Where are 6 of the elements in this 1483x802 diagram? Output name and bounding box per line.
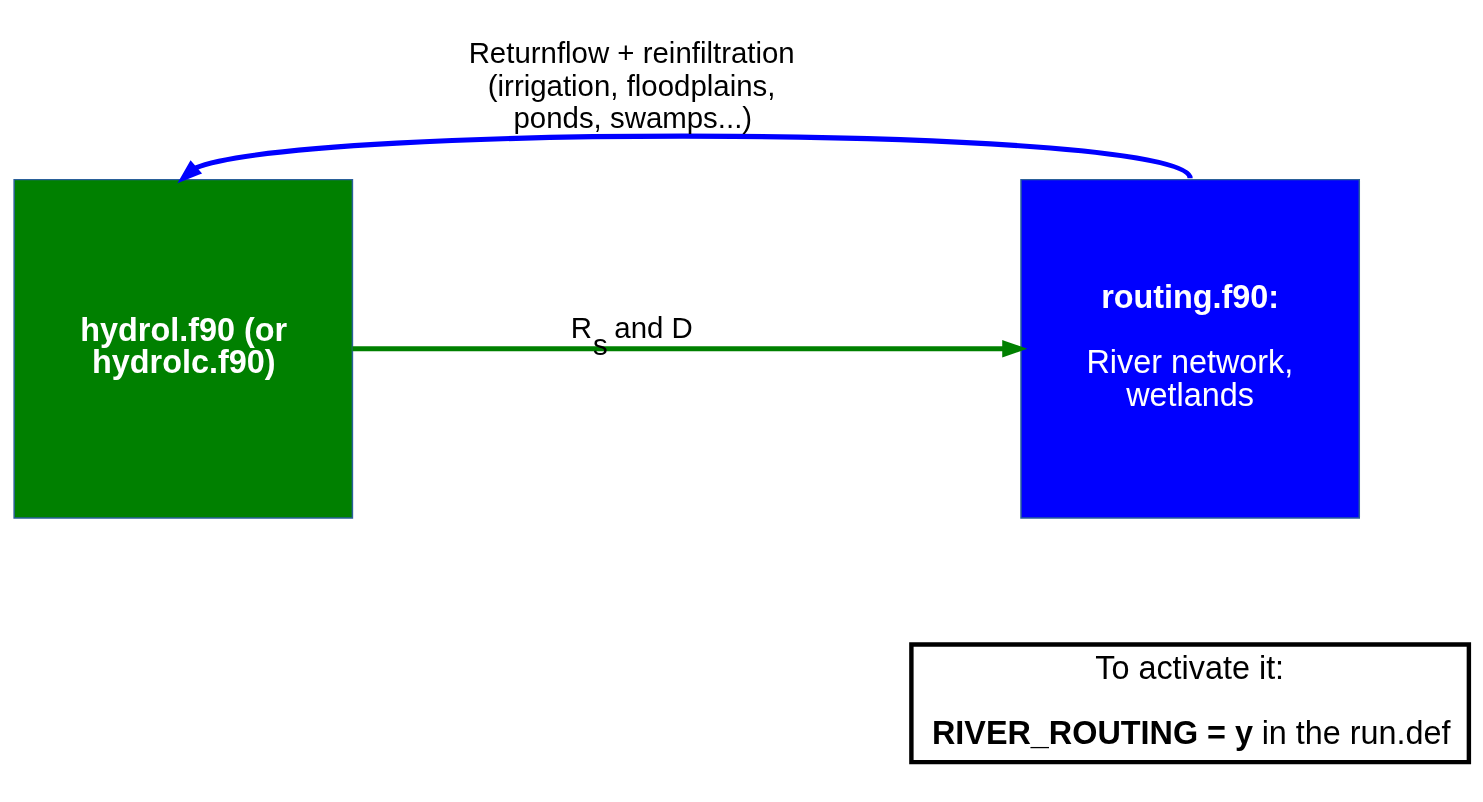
arrow: [352, 340, 1028, 358]
arrow: [177, 133, 1192, 184]
node-box: routing.f90: River network, wetlands: [1020, 178, 1361, 519]
node-box: To activate it: RIVER_ROUTING = y in the run.def: [909, 642, 1472, 765]
edge-label: Returnflow + reinfiltration (irrigation, floodplains, ponds, swamps...): [468, 36, 795, 135]
node-box: hydrol.f90 (or hydrolc.f90): [13, 178, 354, 519]
